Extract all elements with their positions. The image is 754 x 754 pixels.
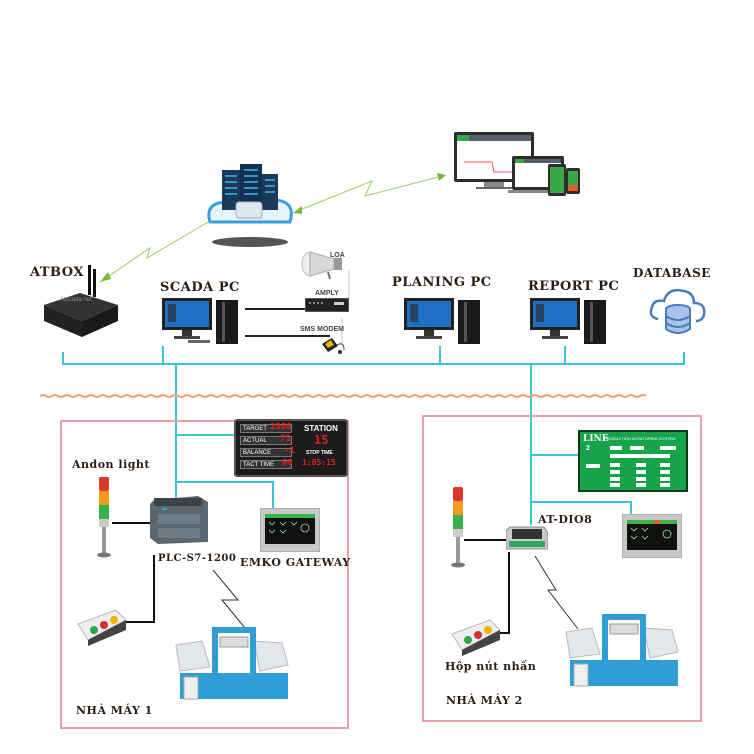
desktop-pc-icon (530, 298, 606, 344)
board-row-label: ACTUAL (240, 436, 292, 445)
desktop-pc-icon (404, 298, 480, 344)
bandsaw-machine-f2 (562, 612, 682, 692)
wireless-arrow-dashboard (437, 173, 446, 181)
board-stop-time-label: STOP TIME (306, 450, 333, 456)
plc-label: PLC-S7-1200 (158, 553, 237, 564)
production-board: TARGET ACTUAL BALANCE TACT TIME 1000 75 … (234, 419, 348, 477)
tower-light-icon (451, 487, 465, 568)
network-bus (62, 352, 685, 365)
wire-io-buttons-f2 (498, 552, 510, 634)
button-box-f1 (76, 608, 128, 646)
button-box-label: Hộp nút nhấn (445, 660, 537, 673)
board-stop-time-value: 1:05:15 (302, 458, 336, 467)
desktop-pc-icon (162, 298, 238, 344)
database-label: DATABASE (633, 266, 711, 280)
hmi-panel-icon (622, 514, 682, 558)
multi-device-dashboard-icon (454, 132, 580, 196)
amplifier (305, 298, 349, 312)
factory2-zone (422, 415, 702, 722)
monitor-line-label: LINE (583, 434, 609, 444)
wireless-io-machine-f2 (534, 555, 579, 630)
plc-s7-1200 (148, 494, 210, 546)
sms-modem (320, 336, 346, 356)
multi-device-dashboard (452, 130, 582, 200)
button-box-f2 (450, 618, 502, 656)
loa-label: LOA (330, 252, 345, 259)
report-pc-label: REPORT PC (528, 279, 620, 294)
board-row-label: TACT TIME (240, 460, 292, 469)
board-balance-value: -1 (284, 446, 295, 456)
modem-icon (322, 338, 345, 354)
emko-gateway-label: EMKO GATEWAY (240, 556, 351, 569)
horn-speaker-icon (301, 251, 342, 280)
board-station-label: STATION (304, 424, 338, 433)
scada-pc-label: SCADA PC (160, 280, 240, 295)
board-actual-value: 75 (280, 434, 291, 444)
andon-light-label: Andon light (72, 458, 151, 471)
factory1-name: NHÀ MÁY 1 (76, 704, 153, 717)
wireless-link-atbox-cloud (99, 217, 216, 283)
board-tact-value: 60 (282, 458, 293, 468)
at-dio8-label: AT-DIO8 (538, 513, 593, 526)
monitor-grid (586, 446, 676, 487)
bandsaw-machine-icon (175, 627, 289, 700)
database (648, 285, 708, 337)
loa-speaker (300, 250, 350, 280)
at-dio8-module (506, 525, 548, 551)
planing-pc (402, 296, 487, 348)
factory2-name: NHÀ MÁY 2 (446, 694, 523, 707)
atbox-device: Atscada.net (40, 265, 120, 345)
board-row-label: TARGET (240, 424, 292, 433)
cloud-server-icon (207, 164, 293, 247)
push-button-box-icon (77, 609, 127, 646)
hmi-panel-f2 (622, 514, 682, 558)
monitor-line-number: 2 (586, 445, 590, 452)
hmi-panel-icon (260, 508, 320, 552)
tower-light-icon (97, 477, 111, 558)
link-hmi-f2 (531, 501, 632, 514)
amply-label: AMPLY (315, 290, 339, 297)
board-row-label: BALANCE (240, 448, 292, 457)
bandsaw-machine-icon (565, 614, 679, 687)
board-station-value: 15 (314, 433, 329, 447)
wireless-arrow-atbox (100, 272, 111, 282)
amplifier-icon (309, 302, 344, 305)
plc-icon (150, 496, 208, 544)
sms-modem-label: SMS MODEM (300, 326, 344, 333)
link-gateway-f1 (176, 481, 274, 508)
divider-line (39, 394, 647, 398)
cloud-database-icon (649, 288, 706, 334)
andon-light-f1 (96, 475, 112, 560)
board-target-value: 1000 (270, 422, 292, 432)
wireless-link-cloud-dashboard (294, 175, 443, 213)
report-pc (528, 296, 613, 348)
atbox-label: ATBOX (30, 265, 84, 280)
wireless-arrow-cloud (293, 206, 302, 214)
monitor-title: PRODUCTION MONITORING SYSTEM (604, 436, 676, 441)
bandsaw-machine-f1 (172, 625, 292, 705)
production-monitor: LINE PRODUCTION MONITORING SYSTEM 2 (578, 430, 688, 492)
io-module-icon (506, 526, 548, 550)
emko-gateway (260, 508, 320, 552)
factory1-zone (60, 420, 349, 729)
cloud-server (200, 160, 300, 250)
push-button-box-icon (451, 619, 501, 656)
andon-light-f2 (450, 485, 466, 570)
atbox-watermark: Atscada.net (60, 297, 92, 303)
wireless-plc-machine-f1 (212, 569, 246, 629)
router-icon (44, 265, 118, 337)
planing-pc-label: PLANING PC (392, 275, 492, 290)
wire-plc-buttons-f1 (124, 555, 155, 623)
scada-pc (160, 296, 245, 348)
